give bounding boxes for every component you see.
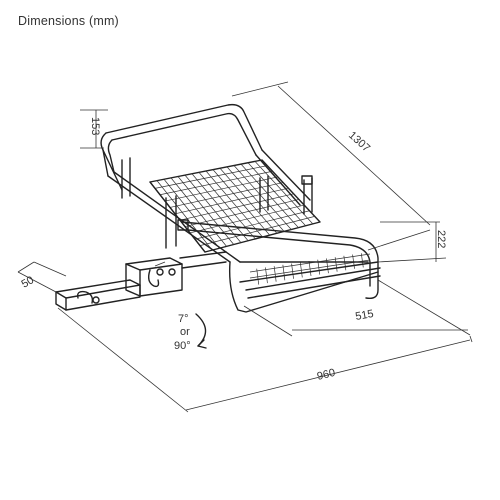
tilt-arrow-icon bbox=[195, 313, 207, 349]
dimension-50-label: 50 bbox=[20, 274, 37, 291]
diagram-title: Dimensions (mm) bbox=[18, 14, 119, 28]
mesh-wire bbox=[159, 170, 273, 196]
tilt-angle-90: 90° bbox=[174, 340, 191, 352]
mesh-wire bbox=[189, 204, 305, 234]
mesh-wire bbox=[184, 174, 242, 243]
mesh-wire bbox=[179, 193, 294, 221]
mesh-wire bbox=[174, 187, 289, 215]
mesh-wire bbox=[156, 180, 213, 251]
dimension-222-label: 222 bbox=[435, 230, 447, 248]
mesh-wire bbox=[226, 166, 285, 232]
mesh-wire bbox=[212, 169, 270, 236]
mesh-wire bbox=[240, 163, 299, 228]
hitch-receiver bbox=[55, 251, 227, 311]
tilt-angle-7: 7° bbox=[178, 313, 189, 325]
mesh-wire bbox=[163, 179, 220, 249]
mesh-wire bbox=[247, 162, 306, 226]
mesh-wire bbox=[184, 199, 299, 227]
dimension-515-label: 515 bbox=[354, 308, 374, 323]
dimension-50 bbox=[17, 261, 67, 293]
dimension-222 bbox=[377, 221, 447, 263]
dimension-1307 bbox=[231, 81, 431, 251]
dimension-153 bbox=[80, 109, 108, 149]
mesh-wire bbox=[191, 173, 249, 241]
basket-frame bbox=[100, 103, 381, 313]
mesh-wire bbox=[177, 176, 235, 245]
tilt-or: or bbox=[180, 326, 190, 338]
mesh-wire bbox=[233, 165, 292, 230]
mesh-wire bbox=[254, 161, 314, 225]
basket-mesh-floor bbox=[149, 159, 364, 285]
dimension-1307-label: 1307 bbox=[346, 129, 372, 154]
mesh-wire bbox=[169, 182, 284, 208]
mesh-wire bbox=[219, 168, 278, 234]
mesh-wire bbox=[199, 216, 315, 246]
dimension-515 bbox=[243, 279, 471, 337]
mesh-wire bbox=[205, 170, 263, 238]
dimension-960-label: 960 bbox=[316, 367, 337, 383]
dimension-960 bbox=[57, 307, 473, 413]
mesh-wire bbox=[164, 176, 278, 202]
dimension-153-label: 153 bbox=[89, 117, 101, 135]
mesh-wire bbox=[194, 210, 310, 240]
mesh-wire bbox=[154, 165, 268, 189]
mesh-wire bbox=[170, 177, 227, 247]
